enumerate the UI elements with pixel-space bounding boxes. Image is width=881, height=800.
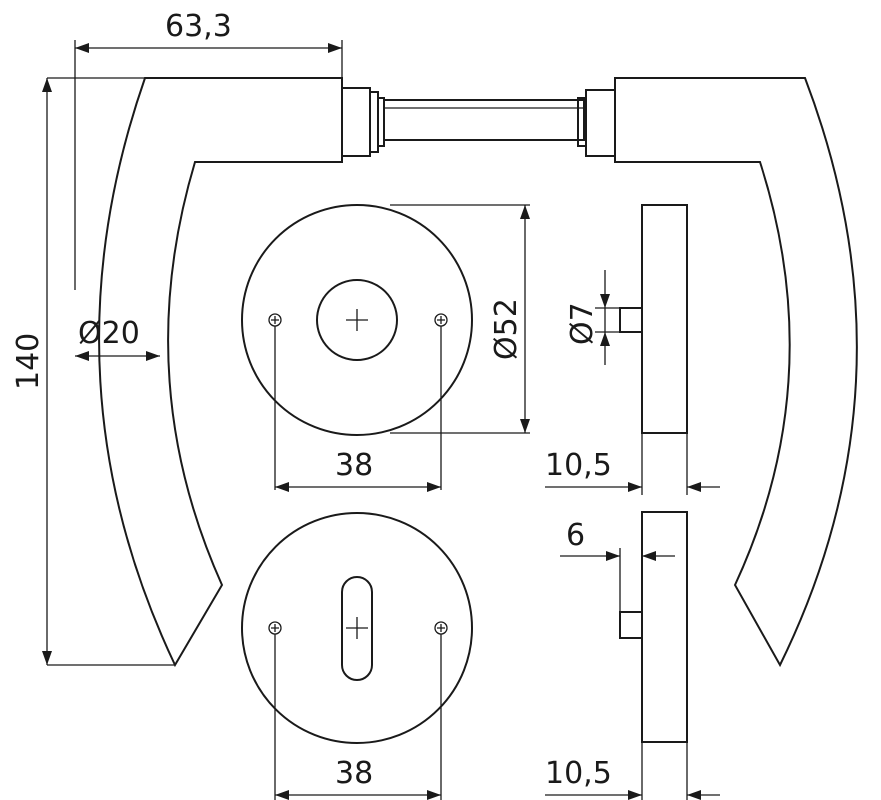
dim-stub-offset: 6 [566,518,585,553]
dim-screw-spacing-top: 38 [335,448,373,483]
dim-thickness-top: 10,5 [545,448,612,483]
spindle-connector [341,87,616,157]
dim-rosette-diameter: Ø52 [489,298,524,360]
dim-63-3: 63,3 [165,9,232,44]
dim-grip-diameter: Ø20 [78,316,140,351]
dim-screw-spacing-bottom: 38 [335,756,373,791]
dimension-lines [42,40,720,800]
dim-thickness-bottom: 10,5 [545,756,612,791]
rosette-handle [241,204,473,436]
dim-140: 140 [11,333,46,390]
rosette-key [241,512,473,744]
side-views [619,204,688,743]
right-handle [614,77,858,668]
left-handle [98,77,343,668]
dim-spindle-diameter: Ø7 [565,302,600,345]
